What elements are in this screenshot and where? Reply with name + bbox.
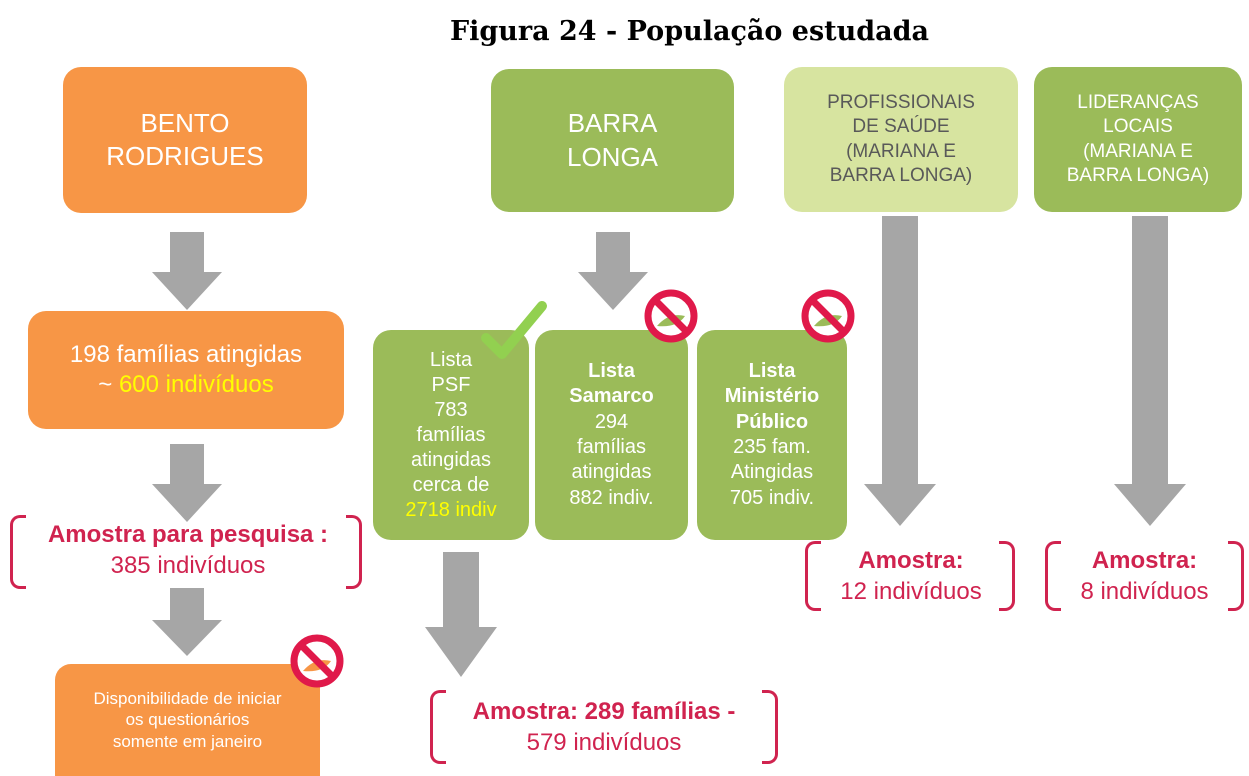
liderancas-box: LIDERANÇAS LOCAIS (MARIANA E BARRA LONGA… xyxy=(1034,67,1242,212)
samarco-line: atingidas xyxy=(571,461,652,484)
bracket-right xyxy=(762,690,778,764)
samarco-line: 882 indiv. xyxy=(569,486,654,509)
psf-highlight: 2718 indiv xyxy=(405,498,497,521)
bracket-left xyxy=(1045,541,1061,611)
prof-line: DE SAÚDE xyxy=(852,116,950,138)
lider-line: (MARIANA E xyxy=(1083,140,1193,162)
arrow-down-icon xyxy=(578,232,648,310)
lista-samarco-box: Lista Samarco 294 famílias atingidas 882… xyxy=(535,330,688,540)
bento-sample-line2: 385 indivíduos xyxy=(110,552,266,580)
figure-title: Figura 24 - População estudada xyxy=(449,16,930,47)
bento-availability-line1: Disponibilidade de iniciar xyxy=(93,688,282,708)
psf-line: 783 xyxy=(434,398,468,421)
lider-sample-line1: Amostra: xyxy=(1091,547,1198,574)
barra-longa-box: BARRA LONGA xyxy=(491,69,734,212)
prof-sample-line2: 12 indivíduos xyxy=(840,578,982,606)
barra-sample-line2: 579 indivíduos xyxy=(526,729,682,757)
bracket-left xyxy=(10,515,26,589)
mp-line: Atingidas xyxy=(730,461,814,484)
bento-availability-box: Disponibilidade de iniciar os questionár… xyxy=(55,664,320,776)
bracket-right xyxy=(999,541,1015,611)
samarco-line: 294 xyxy=(594,410,629,433)
psf-line: atingidas xyxy=(410,448,492,471)
bracket-right xyxy=(346,515,362,589)
lista-psf-box: Lista PSF 783 famílias atingidas cerca d… xyxy=(373,330,529,540)
barra-title-line2: LONGA xyxy=(566,141,659,172)
lider-line: BARRA LONGA) xyxy=(1066,164,1210,186)
bracket-left xyxy=(805,541,821,611)
barra-sample: Amostra: 289 famílias - 579 indivíduos xyxy=(446,696,762,758)
bento-availability-line2: os questionários xyxy=(125,710,250,730)
lista-ministerio-publico-box: Lista Ministério Público 235 fam. Atingi… xyxy=(697,330,847,540)
arrow-down-icon xyxy=(152,444,222,522)
prof-sample-line1: Amostra: xyxy=(858,547,964,574)
bracket-left xyxy=(430,690,446,764)
bento-availability-line3: somente em janeiro xyxy=(112,731,263,751)
psf-line: cerca de xyxy=(412,473,490,496)
psf-line: famílias xyxy=(416,423,486,446)
checkmark-icon xyxy=(481,301,547,359)
prof-sample: Amostra: 12 indivíduos xyxy=(823,545,999,607)
lider-line: LIDERANÇAS xyxy=(1077,92,1199,114)
arrow-down-icon xyxy=(1114,216,1186,526)
mp-line: 235 fam. xyxy=(733,436,811,458)
lider-sample: Amostra: 8 indivíduos xyxy=(1061,545,1228,607)
mp-bold: Público xyxy=(735,410,809,433)
arrow-down-icon xyxy=(152,232,222,310)
prof-line: BARRA LONGA) xyxy=(829,164,973,186)
mp-bold: Ministério xyxy=(724,385,820,408)
barra-sample-line1: Amostra: 289 famílias - xyxy=(472,698,736,725)
bento-title-line2: RODRIGUES xyxy=(106,141,264,171)
prohibited-icon xyxy=(801,289,855,343)
lider-line: LOCAIS xyxy=(1103,116,1173,138)
bento-rodrigues-box: BENTO RODRIGUES xyxy=(63,67,307,213)
psf-line: Lista xyxy=(429,348,473,371)
bento-families-highlight: 600 indivíduos xyxy=(118,371,274,398)
psf-line: PSF xyxy=(431,373,471,396)
bento-families-prefix: ~ xyxy=(98,371,119,398)
lider-sample-line2: 8 indivíduos xyxy=(1080,578,1209,606)
prohibited-icon xyxy=(644,289,698,343)
bento-sample: Amostra para pesquisa : 385 indivíduos xyxy=(30,519,346,581)
samarco-bold: Lista xyxy=(588,359,635,382)
bento-sample-line1: Amostra para pesquisa : xyxy=(47,521,329,548)
prof-line: (MARIANA E xyxy=(846,140,956,162)
arrow-down-icon xyxy=(864,216,936,526)
prohibited-icon xyxy=(290,634,344,688)
arrow-down-icon xyxy=(152,588,222,656)
bento-title-line1: BENTO xyxy=(140,107,230,138)
barra-title-line1: BARRA xyxy=(567,108,658,139)
samarco-line: famílias xyxy=(577,436,646,458)
mp-bold: Lista xyxy=(748,359,796,382)
samarco-bold2: Samarco xyxy=(569,385,654,408)
mp-line: 705 indiv. xyxy=(729,486,815,509)
prof-line: PROFISSIONAIS xyxy=(827,92,975,114)
bracket-right xyxy=(1228,541,1244,611)
bento-families-line1: 198 famílias atingidas xyxy=(69,340,303,368)
arrow-down-icon xyxy=(425,552,497,677)
bento-families-box: 198 famílias atingidas ~ 600 indivíduos xyxy=(28,311,344,429)
profissionais-box: PROFISSIONAIS DE SAÚDE (MARIANA E BARRA … xyxy=(784,67,1018,212)
